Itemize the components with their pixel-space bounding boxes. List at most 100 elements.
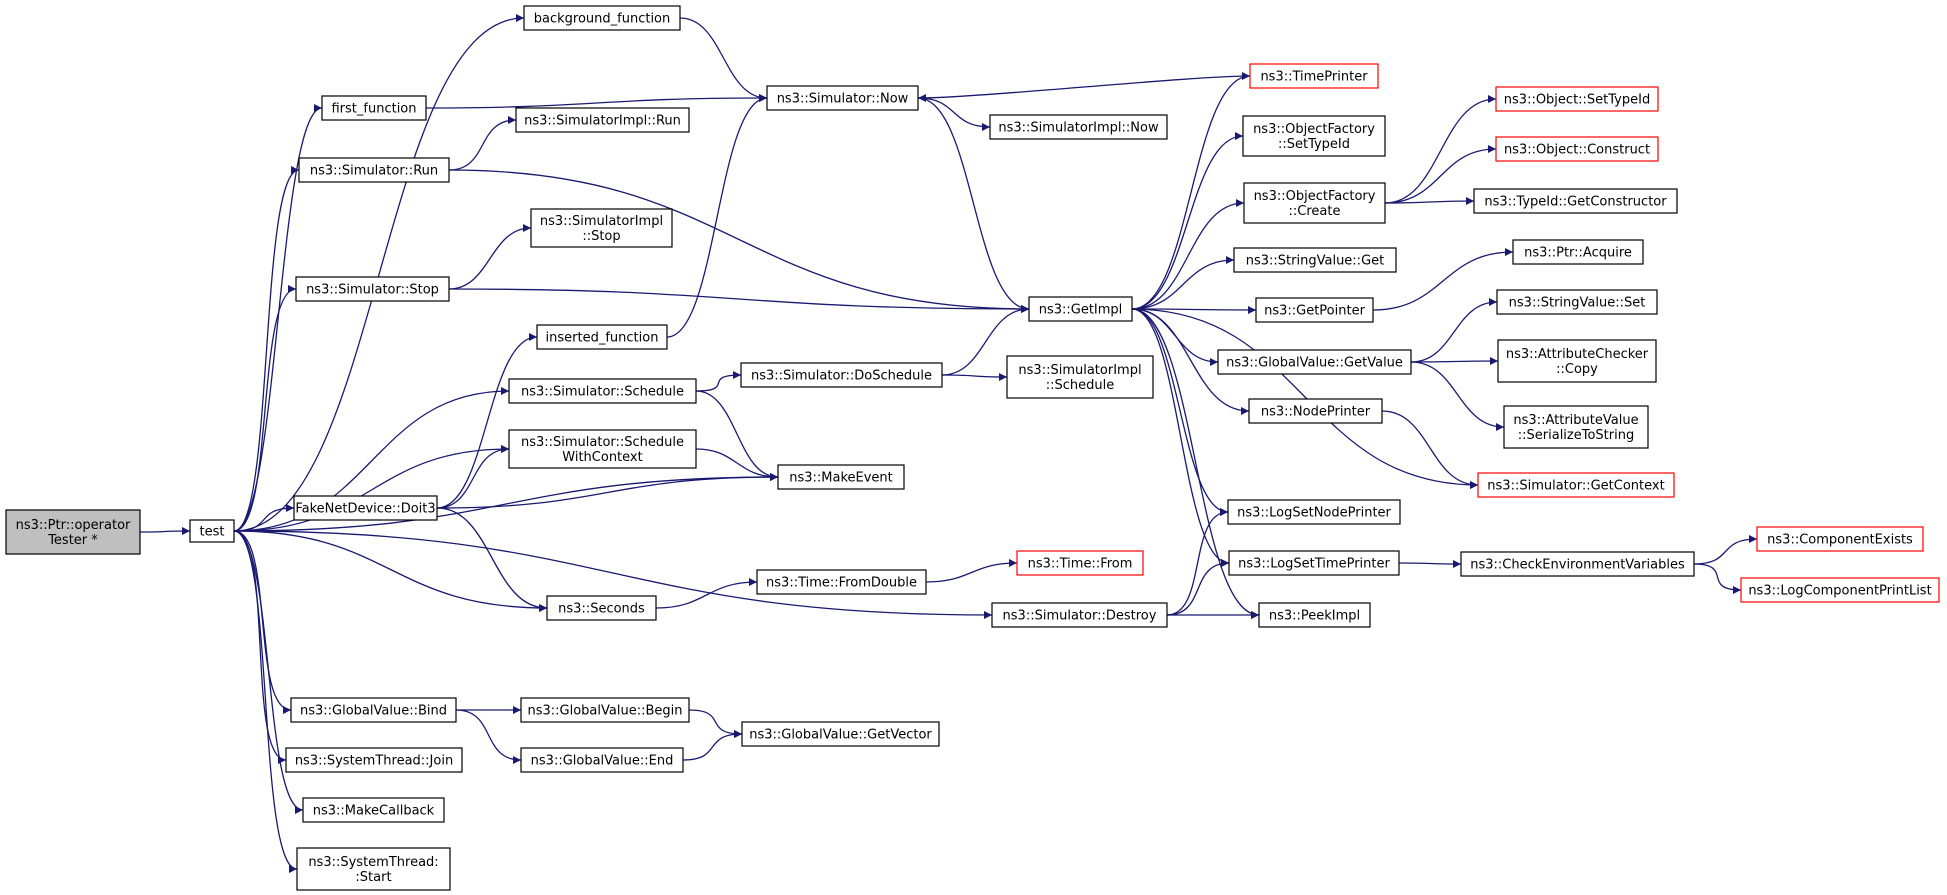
node-test[interactable]: test <box>189 519 235 543</box>
edge-fake-doit3-to-inserted-function <box>436 333 538 509</box>
node-label: ::Schedule <box>1046 378 1115 393</box>
edge-sim-run-to-simimpl-run <box>448 116 517 171</box>
node-gv-end[interactable]: ns3::GlobalValue::End <box>520 747 684 773</box>
edge-sim-run-to-getimpl <box>448 169 1030 313</box>
node-box <box>1248 398 1383 424</box>
node-label: ns3::Simulator::Schedule <box>521 385 684 400</box>
node-fake-doit3[interactable]: FakeNetDevice::Doit3 <box>293 495 438 521</box>
node-of-create[interactable]: ns3::ObjectFactory::Create <box>1243 182 1386 224</box>
node-seconds[interactable]: ns3::Seconds <box>546 595 657 621</box>
node-label: ns3::SimulatorImpl::Run <box>524 114 681 129</box>
edge-checkenv-to-logcomponentprintlist <box>1693 563 1742 594</box>
node-background-function[interactable]: background_function <box>523 5 681 31</box>
node-label: ns3::GlobalValue::GetValue <box>1226 356 1403 371</box>
node-inserted-function[interactable]: inserted_function <box>536 324 668 350</box>
edge-sim-destroy-to-logsetnodeprinter <box>1166 508 1229 616</box>
node-nodeprinter[interactable]: ns3::NodePrinter <box>1248 398 1383 424</box>
node-simimpl-schedule[interactable]: ns3::SimulatorImpl::Schedule <box>1006 355 1154 399</box>
node-simimpl-stop[interactable]: ns3::SimulatorImpl::Stop <box>530 208 673 248</box>
edge-getimpl-to-stringvalue-get <box>1131 256 1235 310</box>
node-box <box>777 464 905 490</box>
edge-getimpl-to-of-settypeid <box>1131 132 1244 310</box>
node-gv-getvalue[interactable]: ns3::GlobalValue::GetValue <box>1217 349 1412 375</box>
node-label: ns3::Ptr::operator <box>16 518 131 533</box>
node-make-callback[interactable]: ns3::MakeCallback <box>302 797 445 823</box>
node-attrchecker-copy[interactable]: ns3::AttributeChecker::Copy <box>1497 339 1657 383</box>
node-obj-construct[interactable]: ns3::Object::Construct <box>1495 136 1659 162</box>
node-label: ns3::GlobalValue::Bind <box>300 704 447 719</box>
node-box <box>321 95 427 121</box>
node-st-start[interactable]: ns3::SystemThread::Start <box>296 847 451 891</box>
node-gv-begin[interactable]: ns3::GlobalValue::Begin <box>520 697 690 723</box>
node-label: ns3::Seconds <box>558 602 645 617</box>
node-gv-bind[interactable]: ns3::GlobalValue::Bind <box>290 697 457 723</box>
node-sim-run[interactable]: ns3::Simulator::Run <box>298 157 450 183</box>
node-sim-now[interactable]: ns3::Simulator::Now <box>766 85 919 111</box>
node-sim-schedule[interactable]: ns3::Simulator::Schedule <box>508 378 697 404</box>
node-getimpl[interactable]: ns3::GetImpl <box>1028 296 1133 322</box>
node-box <box>1497 339 1657 383</box>
node-typeid-getconstructor[interactable]: ns3::TypeId::GetConstructor <box>1473 188 1678 214</box>
node-box <box>508 429 697 469</box>
node-box <box>536 324 668 350</box>
node-sim-getcontext[interactable]: ns3::Simulator::GetContext <box>1477 472 1675 498</box>
edge-test-to-background-function <box>233 14 525 532</box>
node-box <box>520 747 684 773</box>
edge-sim-schedule-ctx-to-make-event <box>695 448 779 481</box>
node-sim-doschedule[interactable]: ns3::Simulator::DoSchedule <box>740 362 943 388</box>
edge-test-to-first-function <box>233 104 323 532</box>
node-logsettimeprinter[interactable]: ns3::LogSetTimePrinter <box>1228 550 1400 576</box>
edge-sim-destroy-to-logsettimeprinter <box>1166 559 1230 616</box>
node-gv-getvector[interactable]: ns3::GlobalValue::GetVector <box>741 721 940 747</box>
edge-time-fromdouble-to-time-from <box>925 559 1018 583</box>
edge-of-create-to-obj-settypeid <box>1384 95 1497 204</box>
edge-getpointer-to-ptr-acquire <box>1372 248 1514 311</box>
node-of-settypeid[interactable]: ns3::ObjectFactory::SetTypeId <box>1242 115 1386 157</box>
edge-first-function-to-sim-now <box>425 94 768 109</box>
node-logsetnodeprinter[interactable]: ns3::LogSetNodePrinter <box>1227 499 1401 525</box>
node-obj-settypeid[interactable]: ns3::Object::SetTypeId <box>1495 86 1659 112</box>
edge-sim-stop-to-simimpl-stop <box>448 224 532 290</box>
node-box <box>1016 550 1144 576</box>
node-box <box>1228 550 1400 576</box>
node-getpointer[interactable]: ns3::GetPointer <box>1255 297 1374 323</box>
node-attrvalue-serialize[interactable]: ns3::AttributeValue::SerializeToString <box>1503 405 1649 449</box>
node-checkenv[interactable]: ns3::CheckEnvironmentVariables <box>1460 551 1695 577</box>
node-sim-stop[interactable]: ns3::Simulator::Stop <box>295 276 450 302</box>
node-logcomponentprintlist[interactable]: ns3::LogComponentPrintList <box>1740 577 1940 603</box>
edge-logsettimeprinter-to-checkenv <box>1398 559 1462 568</box>
node-box <box>302 797 445 823</box>
node-stringvalue-get[interactable]: ns3::StringValue::Get <box>1233 247 1397 273</box>
node-stringvalue-set[interactable]: ns3::StringValue::Set <box>1496 289 1658 315</box>
node-label: ns3::PeekImpl <box>1269 609 1360 624</box>
node-peekimpl[interactable]: ns3::PeekImpl <box>1258 602 1371 628</box>
edge-root-to-test <box>139 527 191 536</box>
edge-test-to-st-start <box>233 530 298 873</box>
node-componentexists[interactable]: ns3::ComponentExists <box>1756 526 1924 552</box>
node-label: ns3::SimulatorImpl::Now <box>998 121 1159 136</box>
edge-checkenv-to-componentexists <box>1693 535 1758 565</box>
node-timeprinter[interactable]: ns3::TimePrinter <box>1249 63 1379 89</box>
node-simimpl-run[interactable]: ns3::SimulatorImpl::Run <box>515 107 690 133</box>
node-box <box>756 569 927 595</box>
node-first-function[interactable]: first_function <box>321 95 427 121</box>
node-make-event[interactable]: ns3::MakeEvent <box>777 464 905 490</box>
node-label: ns3::AttributeChecker <box>1506 347 1649 362</box>
node-label: ns3::LogSetNodePrinter <box>1237 506 1391 521</box>
edge-inserted-function-to-sim-now <box>666 94 768 338</box>
node-label: ns3::SystemThread: <box>308 855 438 870</box>
node-label: inserted_function <box>546 331 659 346</box>
node-label: ns3::TypeId::GetConstructor <box>1484 195 1667 210</box>
edge-getimpl-to-of-create <box>1131 199 1245 310</box>
node-st-join[interactable]: ns3::SystemThread::Join <box>285 747 463 773</box>
node-time-from[interactable]: ns3::Time::From <box>1016 550 1144 576</box>
node-ptr-acquire[interactable]: ns3::Ptr::Acquire <box>1512 239 1644 265</box>
node-sim-destroy[interactable]: ns3::Simulator::Destroy <box>991 602 1168 628</box>
node-simimpl-now[interactable]: ns3::SimulatorImpl::Now <box>989 114 1168 140</box>
edge-getimpl-to-peekimpl <box>1131 308 1260 619</box>
edge-test-to-sim-destroy <box>233 530 993 619</box>
node-time-fromdouble[interactable]: ns3::Time::FromDouble <box>756 569 927 595</box>
